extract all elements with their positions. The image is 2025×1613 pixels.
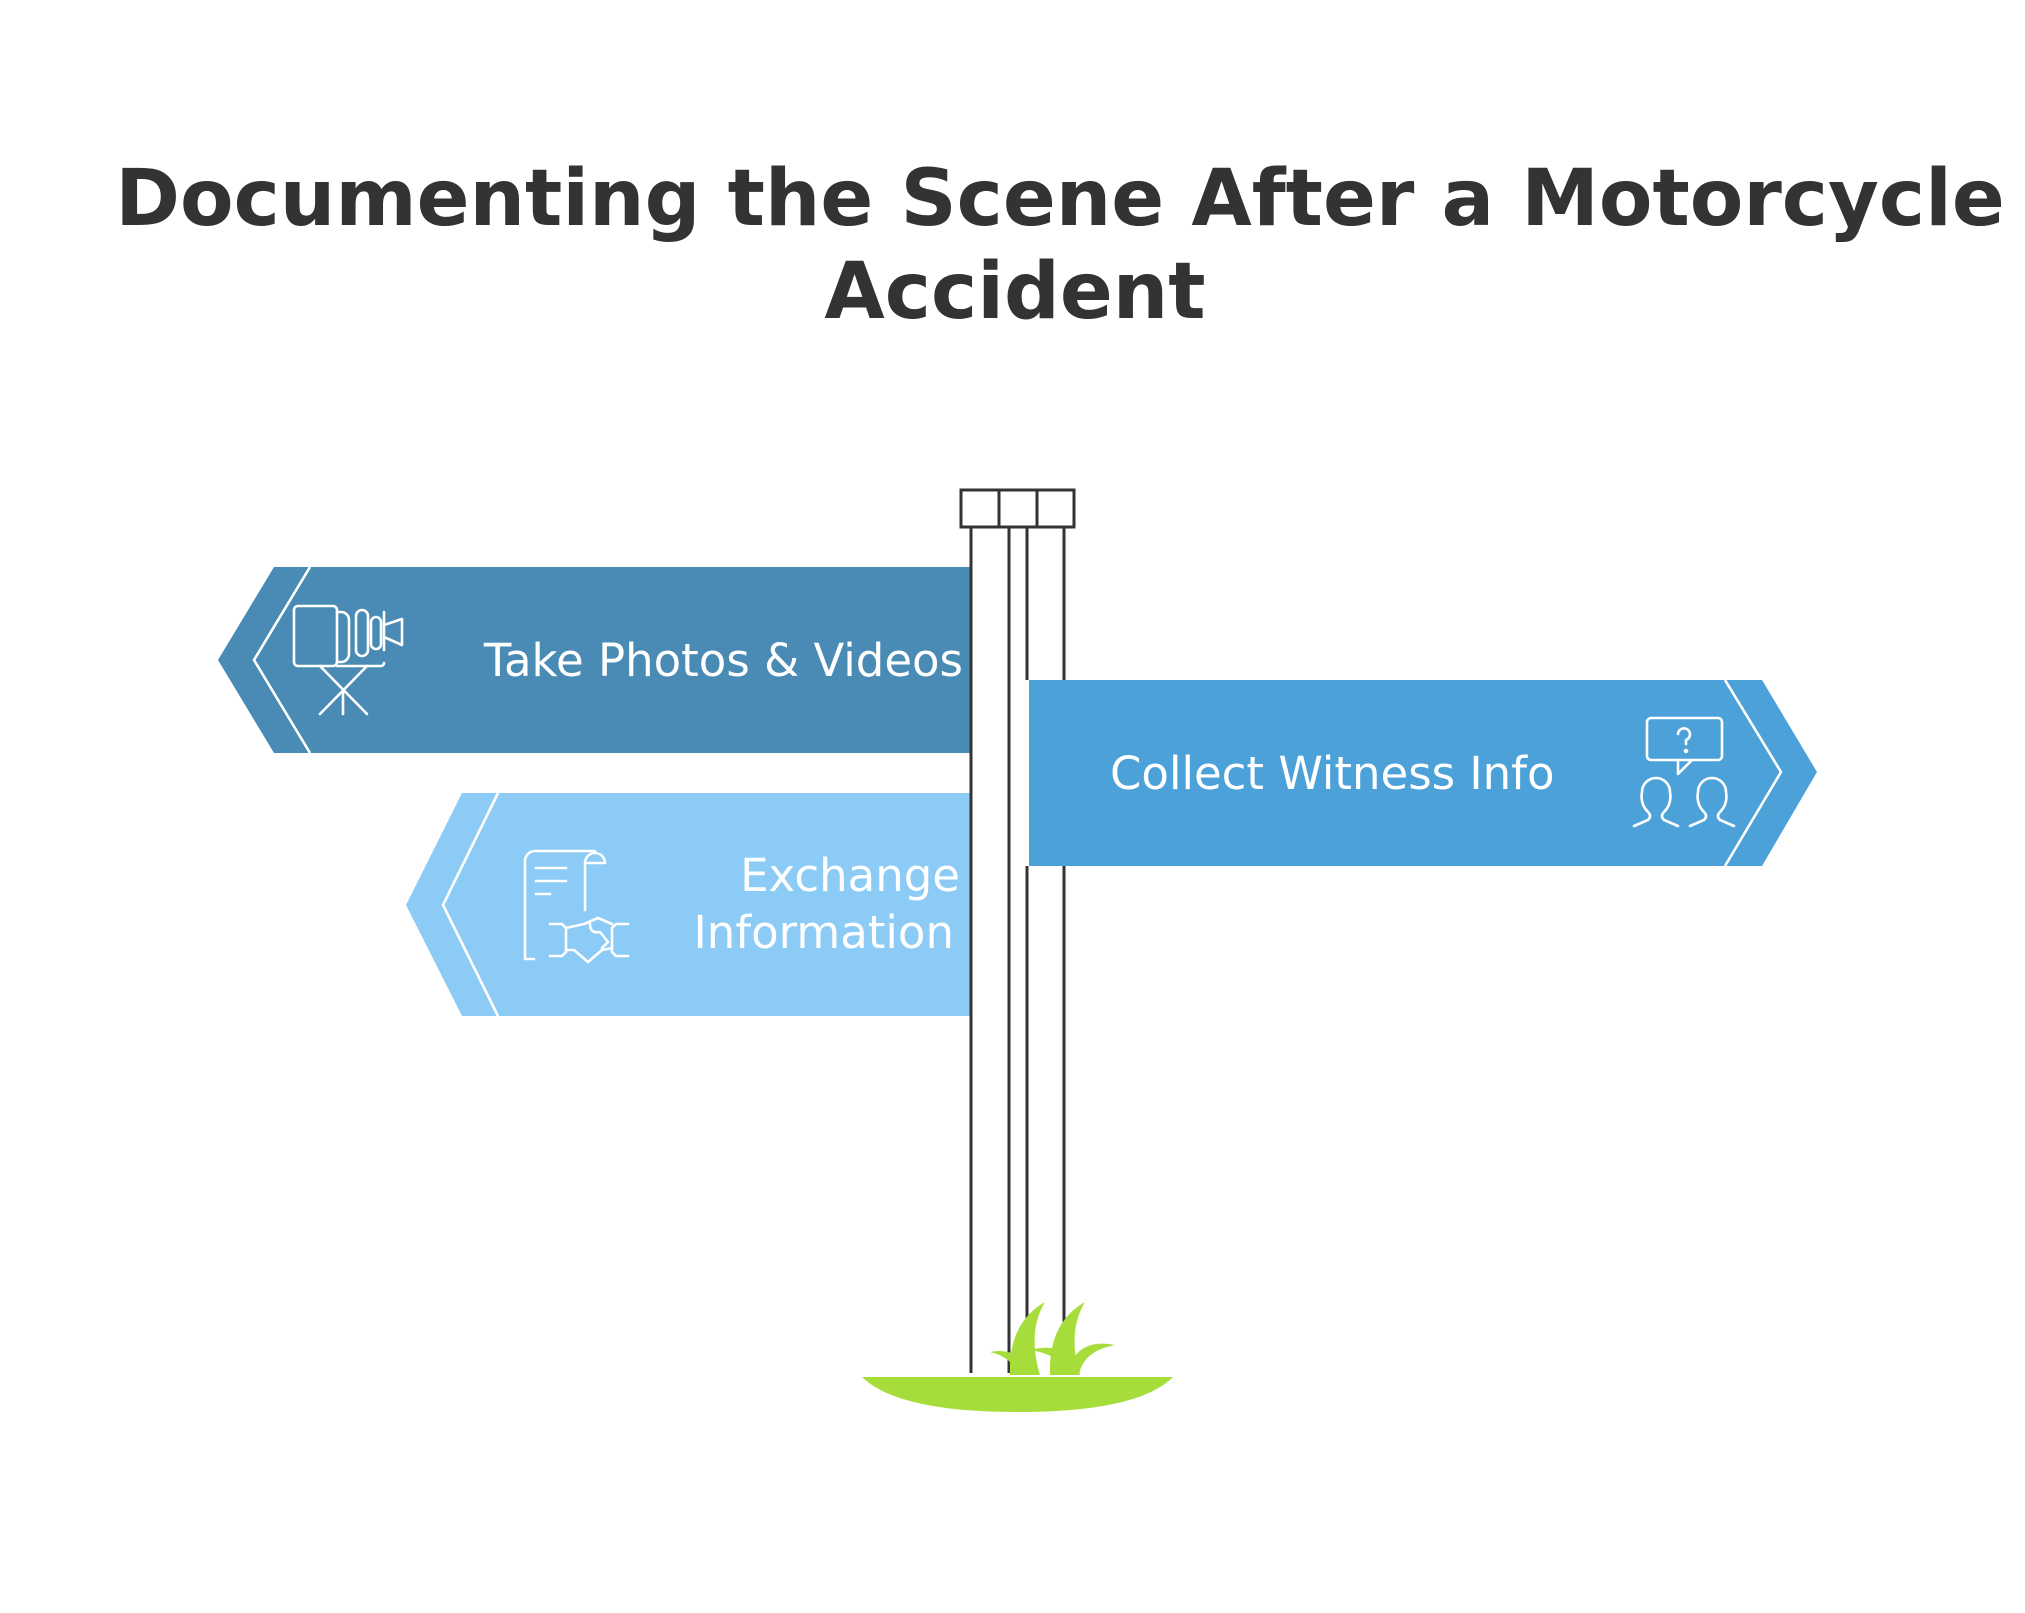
sign-take-photos-videos: Take Photos & Videos <box>218 566 971 754</box>
sign-label-collect-witness: Collect Witness Info <box>1110 747 1555 800</box>
signpost-pole <box>959 488 1076 1373</box>
sign-collect-witness-info: Collect Witness Info <box>1029 679 1817 867</box>
document-handshake-icon <box>523 849 630 964</box>
title-line-2: Accident <box>824 247 1205 337</box>
sign-exchange-information: Exchange Information <box>406 792 971 1017</box>
sign-label-take-photos: Take Photos & Videos <box>483 634 963 687</box>
title-line-1: Documenting the Scene After a Motorcycle <box>115 154 2005 244</box>
video-camera-icon <box>292 604 404 716</box>
sign-label-exchange: Exchange <box>740 849 960 902</box>
grass-base <box>862 1302 1173 1412</box>
sign-label-information: Information <box>694 906 955 959</box>
witness-question-icon <box>1632 716 1736 828</box>
